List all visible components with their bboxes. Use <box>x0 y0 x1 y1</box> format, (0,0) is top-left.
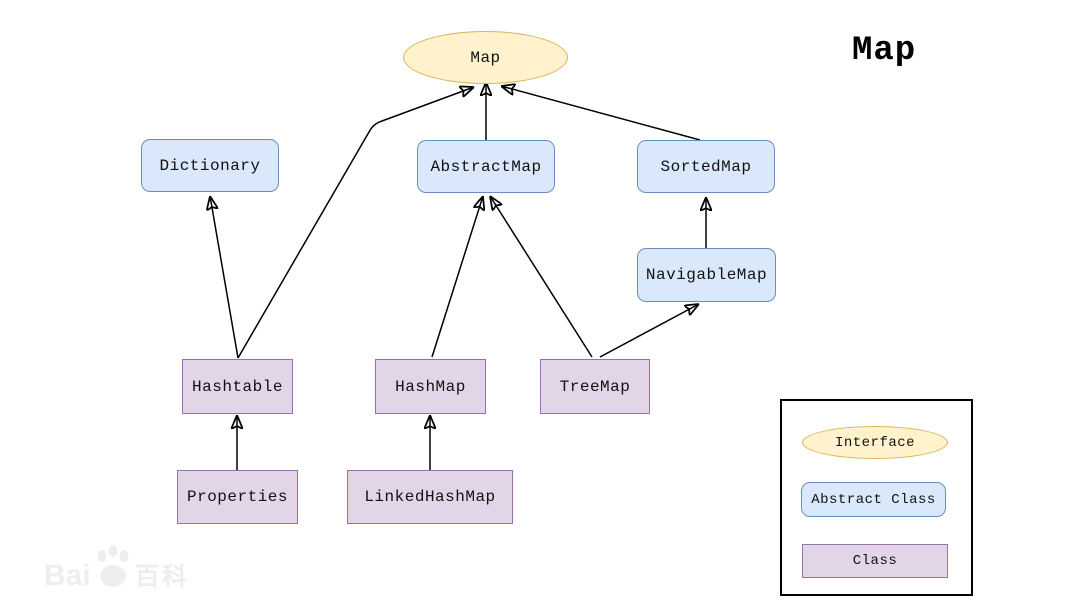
edge-hashtable-dictionary <box>210 196 239 359</box>
legend-class-label: Class <box>852 553 898 569</box>
page-title: Map <box>852 32 917 70</box>
node-properties: Properties <box>177 470 298 524</box>
edge-treemap-abstractmap <box>490 196 593 358</box>
node-navigablemap: NavigableMap <box>637 248 776 302</box>
legend-abstract-class-label: Abstract Class <box>811 491 936 508</box>
legend-interface-label: Interface <box>834 434 916 451</box>
node-label: SortedMap <box>660 157 752 176</box>
legend-box: Interface Abstract Class Class <box>780 399 973 596</box>
node-abstractmap: AbstractMap <box>417 140 555 193</box>
edge-hashmap-abstractmap <box>431 196 483 358</box>
node-label: Dictionary <box>159 156 261 175</box>
node-dictionary: Dictionary <box>141 139 279 192</box>
node-map: Map <box>403 31 568 84</box>
node-sortedmap: SortedMap <box>637 140 775 193</box>
node-label: Properties <box>186 488 288 506</box>
edge-sortedmap-map <box>501 86 701 141</box>
node-label: AbstractMap <box>430 157 542 176</box>
baidu-watermark: Bai 百科 <box>44 534 189 592</box>
paw-icon <box>97 545 129 587</box>
watermark-suffix: 百科 <box>134 563 189 591</box>
node-hashmap: HashMap <box>375 359 486 414</box>
node-label: Hashtable <box>192 377 283 396</box>
edge-treemap-navigablemap <box>599 304 699 358</box>
node-label: HashMap <box>395 377 466 396</box>
node-label: NavigableMap <box>645 266 768 284</box>
legend-abstract-class-shape: Abstract Class <box>801 482 946 517</box>
node-treemap: TreeMap <box>540 359 650 414</box>
node-label: Map <box>470 48 501 67</box>
node-hashtable: Hashtable <box>182 359 293 414</box>
watermark-prefix: Bai <box>44 559 91 592</box>
legend-interface-shape: Interface <box>802 426 948 459</box>
edge-hashtable-map <box>237 87 474 359</box>
node-linkedhashmap: LinkedHashMap <box>347 470 513 524</box>
node-label: LinkedHashMap <box>364 488 496 506</box>
legend-class-shape: Class <box>802 544 948 578</box>
node-label: TreeMap <box>559 377 631 396</box>
